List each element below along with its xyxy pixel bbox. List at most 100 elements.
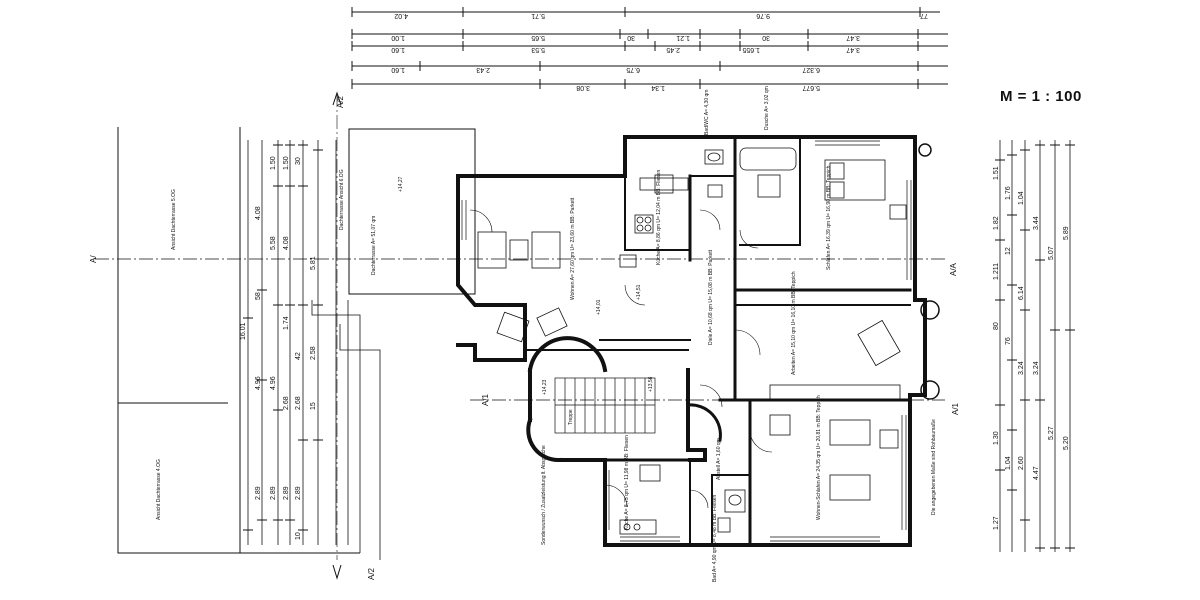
grid-label-left: A/ — [89, 255, 98, 263]
room-label-study: Arbeiten A= 15,10 qm U= 16,10 m BB: Tepp… — [791, 271, 797, 375]
dim-top-1-c: 9.76 — [756, 12, 770, 19]
dim-left-20: 2.58 — [310, 346, 317, 360]
dim-top-4-b: 2.43 — [476, 66, 490, 73]
dim-right-4: 80 — [993, 322, 1000, 330]
dim-top-5-c: 5.677 — [802, 84, 820, 91]
dim-left-13: 2.68 — [283, 396, 290, 410]
dim-right-10: 1.04 — [1005, 456, 1012, 470]
height-mark-2: +14,51 — [636, 284, 642, 300]
dim-right-11: 1.04 — [1018, 191, 1025, 205]
dim-top-3-a: 1.60 — [391, 46, 405, 53]
room-label-hall: Diele A= 10,68 qm U= 15,08 m BB: Parkett — [708, 249, 714, 345]
dim-right-9: 76 — [1005, 337, 1012, 345]
roof-view-note-2: Ansicht Dachterrasse 4.OG — [156, 459, 162, 520]
left-elevation-boxes — [117, 127, 476, 560]
room-label-storage: Abstell A= 1,60 qm — [716, 438, 722, 480]
room-label-living: Wohnen A= 27,60 qm U= 23,60 m BB: Parket… — [570, 197, 576, 300]
dim-right-6: 1.27 — [993, 516, 1000, 530]
dim-top-1-a: 4.02 — [394, 12, 408, 19]
dim-top-4-a: 1.60 — [391, 66, 405, 73]
room-label-kitchen-top: Küche A= 8,86 qm U= 12,04 m BB: Fliesen — [656, 169, 662, 265]
height-terrace: +14,27 — [398, 176, 404, 192]
dim-top-2-c: 30 — [627, 34, 635, 41]
right-dimension-chains — [995, 140, 1075, 552]
dim-left-4: 4.96 — [255, 376, 262, 390]
dim-right-7: 1.76 — [1005, 186, 1012, 200]
dim-left-18: 2.89 — [295, 486, 302, 500]
height-mark-1: +14,23 — [542, 379, 548, 395]
dim-left-11: 4.08 — [283, 236, 290, 250]
dim-top-4-c: 6.75 — [626, 66, 640, 73]
dim-left-15: 30 — [295, 157, 302, 165]
dim-left-14: 2.89 — [283, 486, 290, 500]
top-dimension-chains — [351, 7, 948, 89]
dim-left-2: 4.08 — [255, 206, 262, 220]
staircase — [554, 377, 656, 434]
roof-view-note: Ansicht Dachterrasse 5.OG — [171, 189, 177, 250]
dim-top-3-c: 2.45 — [666, 46, 680, 53]
dim-right-16: 3.24 — [1033, 361, 1040, 375]
height-mark-4: +14,01 — [596, 299, 602, 315]
dim-top-3-b: 5.53 — [531, 46, 545, 53]
dim-left-19: 5.81 — [310, 256, 317, 270]
dim-top-2-a: 1.00 — [391, 34, 405, 41]
dim-left-5: 2.89 — [255, 486, 262, 500]
room-label-shower: Dusche A= 3,02 qm — [764, 86, 770, 130]
dim-top-1-d: 77 — [920, 12, 928, 19]
dim-top-4-d: 6.327 — [802, 66, 820, 73]
height-mark-3: +13,56 — [648, 376, 654, 392]
door-swings — [469, 209, 773, 509]
dim-top-2-f: 3.47 — [846, 34, 860, 41]
dim-right-20: 5.89 — [1063, 226, 1070, 240]
dim-right-14: 2.60 — [1018, 456, 1025, 470]
terrace-area-label: Dachterrasse A= 51,07 qm — [371, 216, 377, 275]
dim-right-13: 3.24 — [1018, 361, 1025, 375]
dim-top-3-e: 3.47 — [846, 46, 860, 53]
top-dimension-labels: 4.02 5.71 9.76 77 1.00 5.65 30 1.21 30 3… — [391, 12, 928, 91]
dim-right-19: 5.27 — [1048, 426, 1055, 440]
dim-right-15: 3.44 — [1033, 216, 1040, 230]
room-label-stair: Treppe — [568, 409, 574, 425]
section-lines — [95, 91, 945, 580]
dim-left-22: 10 — [295, 532, 302, 540]
dim-top-3-d: 1.655 — [742, 46, 760, 53]
room-label-bath-bottom: Bad A= 4,90 qm U= 8,48 m BB: Fliesen — [712, 495, 718, 582]
section-mark-top: A/2 — [336, 95, 345, 108]
room-label-living-bottom: Wohnen-Schlafen A= 24,35 qm U= 20,81 m B… — [816, 395, 822, 520]
note-right: Die angegebenen Maße sind Rohbaumaße — [931, 419, 937, 515]
room-label-kitchen-bottom: Küche A= 8,75 qm U= 11,98 m BB: Fliesen — [624, 435, 630, 530]
left-dimension-chains — [243, 140, 349, 545]
dim-left-10: 1.50 — [283, 156, 290, 170]
furniture — [477, 147, 907, 535]
dim-left-17: 2.68 — [295, 396, 302, 410]
scale-label: M = 1 : 100 — [1000, 88, 1082, 105]
dim-right-8: 12 — [1005, 247, 1012, 255]
dim-left-12: 1.74 — [283, 316, 290, 330]
terrace-view-note: Dachterrasse Ansicht 6.OG — [339, 169, 345, 230]
dim-top-5-b: 1.34 — [651, 84, 665, 91]
dim-top-2-d: 1.21 — [676, 34, 690, 41]
dim-right-17: 4.47 — [1033, 466, 1040, 480]
dim-right-1: 1.51 — [993, 166, 1000, 180]
dim-top-2-e: 30 — [762, 34, 770, 41]
dim-right-5: 1.30 — [993, 431, 1000, 445]
dim-left-1: 16.01 — [240, 322, 247, 340]
dim-left-8: 4.96 — [270, 376, 277, 390]
dim-right-12: 6.14 — [1018, 286, 1025, 300]
windows — [461, 140, 912, 542]
dim-right-2: 1.82 — [993, 216, 1000, 230]
dim-left-9: 2.89 — [270, 486, 277, 500]
dim-right-18: 5.07 — [1048, 246, 1055, 260]
dim-left-7: 5.58 — [270, 236, 277, 250]
dim-right-21: 5.20 — [1063, 436, 1070, 450]
section-mark-bottom: A/2 — [367, 567, 376, 580]
dim-left-21: 15 — [310, 402, 317, 410]
section-mark-right-2: A/1 — [951, 402, 960, 415]
note-bottom: Sonderwunsch / Zusatzleistung lt. Abspra… — [541, 445, 547, 545]
columns — [918, 143, 940, 400]
room-label-bath-top: Bad/WC A= 4,30 qm — [704, 90, 710, 135]
dim-top-2-b: 5.65 — [531, 34, 545, 41]
dim-right-3: 1.211 — [993, 263, 1000, 280]
dim-left-3: 58 — [255, 292, 262, 300]
